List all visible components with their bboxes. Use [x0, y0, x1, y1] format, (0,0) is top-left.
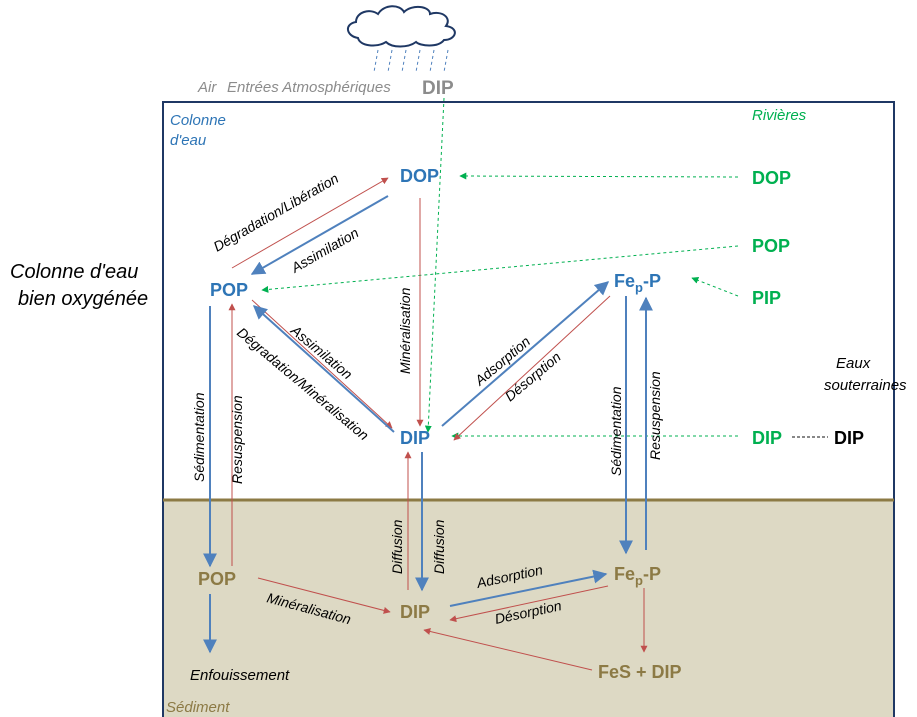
air-label: Air	[197, 79, 217, 96]
diffusion-down-label: Diffusion	[431, 519, 447, 574]
sedimentation-left-label: Sédimentation	[191, 392, 207, 482]
dip-water-node: DIP	[400, 428, 430, 448]
fep-water-sub: p	[635, 280, 643, 295]
pop-to-dip-arrow	[251, 299, 393, 429]
water-column-label-1: Colonne	[170, 112, 226, 129]
sed-fes-to-dip-arrow	[423, 628, 593, 671]
sed-dip-to-fep-arrow	[449, 569, 608, 607]
river-pop-arrow	[261, 245, 739, 293]
left-title-1: Colonne d'eau	[10, 261, 138, 283]
fep-water-node: Fep-P	[614, 271, 661, 295]
dip-ground-node: DIP	[834, 428, 864, 448]
pop-sed-node: POP	[198, 569, 236, 589]
dop-water-node: DOP	[400, 166, 439, 186]
sed-fep-to-dip-arrow	[449, 585, 609, 623]
pop-water-node: POP	[210, 280, 248, 300]
dip-sed-node: DIP	[400, 602, 430, 622]
left-title-2: bien oxygénée	[18, 288, 148, 310]
fep-water-suffix: -P	[643, 271, 661, 291]
fep-sed-main: Fe	[614, 564, 635, 584]
atmos-dip-label: DIP	[422, 78, 454, 99]
fep-sed-suffix: -P	[643, 564, 661, 584]
groundwater-label-1: Eaux	[836, 355, 871, 372]
diffusion-up-label: Diffusion	[389, 519, 405, 574]
fep-sed-node: Fep-P	[614, 564, 661, 588]
fep-to-dip-arrow	[453, 295, 611, 441]
pop-river-node: POP	[752, 236, 790, 256]
water-column-label-2: d'eau	[170, 132, 207, 149]
sediment-layer	[163, 500, 894, 717]
sed-pop-to-dip-arrow	[257, 577, 391, 614]
cloud-rain-icon	[347, 5, 456, 73]
pip-river-node: PIP	[752, 288, 781, 308]
atmos-inputs-label: Entrées Atmosphériques	[227, 79, 391, 96]
mineralisation-water-label: Minéralisation	[397, 287, 413, 374]
dip-to-pop-arrow	[252, 305, 395, 433]
enfouissement-label: Enfouissement	[190, 667, 290, 684]
atmos-dip-arrow	[424, 97, 445, 433]
resuspension-left-label: Resuspension	[229, 395, 245, 484]
fep-sed-sub: p	[635, 573, 643, 588]
dip-to-fep-arrow	[441, 281, 610, 427]
fep-water-main: Fe	[614, 271, 635, 291]
dip-river-node: DIP	[752, 428, 782, 448]
fes-dip-node: FeS + DIP	[598, 662, 682, 682]
sedimentation-right-label: Sédimentation	[608, 386, 624, 476]
pop-to-dop-arrow	[231, 177, 389, 269]
river-pip-arrow	[691, 277, 739, 297]
dop-to-pop-arrow	[250, 195, 389, 275]
resuspension-right-label: Resuspension	[647, 371, 663, 460]
sediment-label: Sédiment	[166, 699, 230, 716]
rivers-label: Rivières	[752, 107, 807, 124]
dop-river-node: DOP	[752, 168, 791, 188]
groundwater-label-2: souterraines	[824, 377, 907, 394]
water-column-frame	[162, 101, 895, 717]
river-dop-arrow	[459, 172, 739, 180]
